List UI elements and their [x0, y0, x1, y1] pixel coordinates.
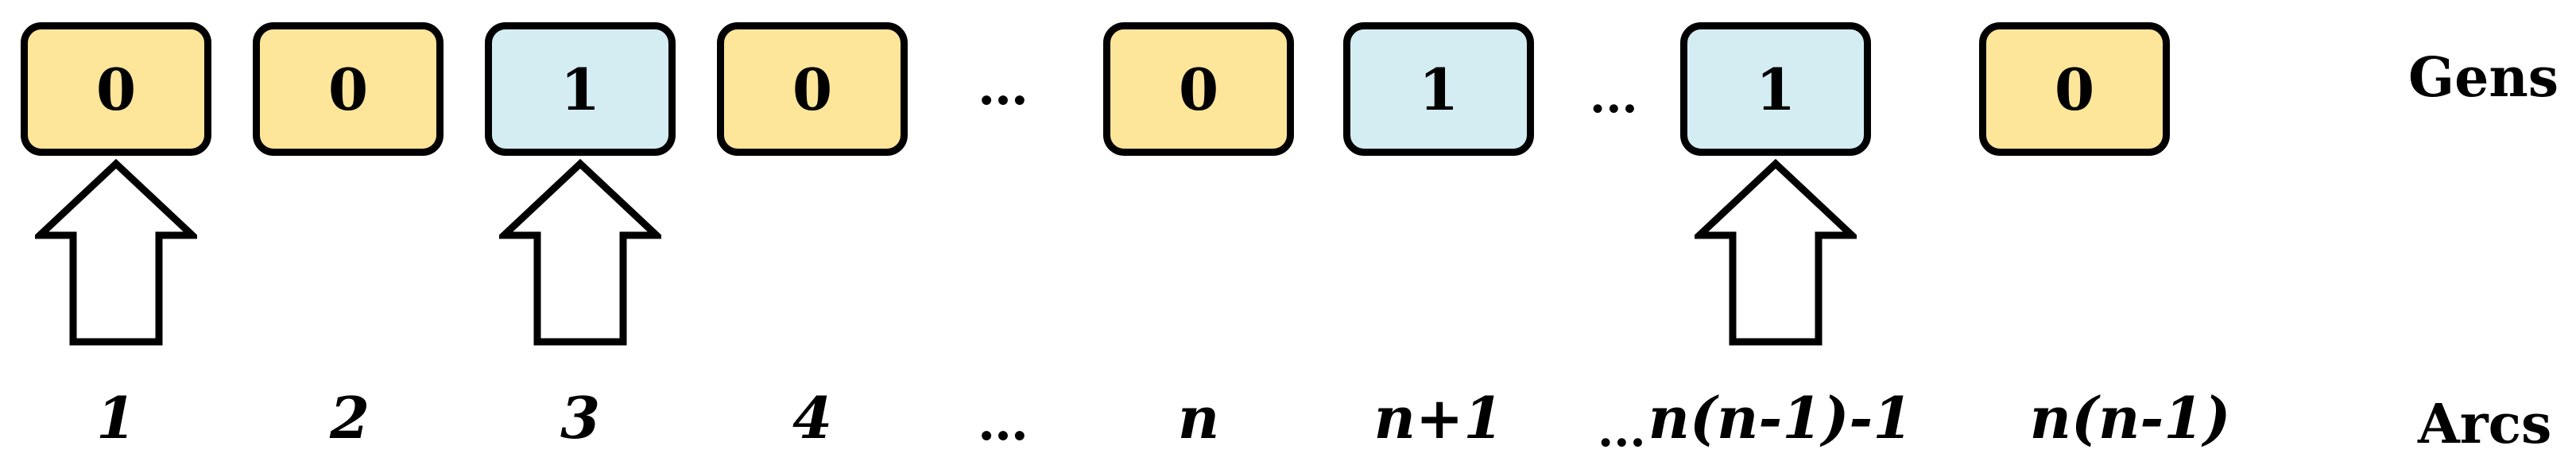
arc-ellipsis-1: … — [978, 393, 1028, 452]
gene-box-7: 1 — [1680, 22, 1871, 156]
arc-label-4: 4 — [792, 384, 833, 452]
arc-label-n: n — [1177, 384, 1220, 452]
gene-box-4: 0 — [717, 22, 908, 156]
arc-label-n-plus-1: n+1 — [1373, 384, 1504, 452]
gens-row-label: Gens — [2408, 46, 2559, 110]
up-arrow-icon — [499, 159, 661, 346]
gene-ellipsis-1: … — [978, 57, 1028, 117]
arc-label-2: 2 — [329, 384, 370, 452]
arcs-row-label: Arcs — [2418, 393, 2552, 456]
gene-box-1: 0 — [21, 22, 211, 156]
gene-box-8: 0 — [1979, 22, 2170, 156]
gene-ellipsis-2: ... — [1590, 69, 1638, 123]
gene-box-3: 1 — [485, 22, 676, 156]
arc-label-n-n-minus-1-minus-1: n(n-1)-1 — [1648, 384, 1913, 452]
up-arrow-icon — [1695, 159, 1857, 346]
gene-box-5: 0 — [1103, 22, 1294, 156]
arc-ellipsis-2: ... — [1598, 403, 1646, 457]
up-arrow-icon — [35, 159, 197, 346]
arc-label-n-n-minus-1: n(n-1) — [2029, 384, 2231, 452]
gene-box-2: 0 — [253, 22, 444, 156]
arc-label-3: 3 — [560, 384, 601, 452]
gene-box-6: 1 — [1343, 22, 1534, 156]
arc-label-1: 1 — [95, 384, 137, 452]
